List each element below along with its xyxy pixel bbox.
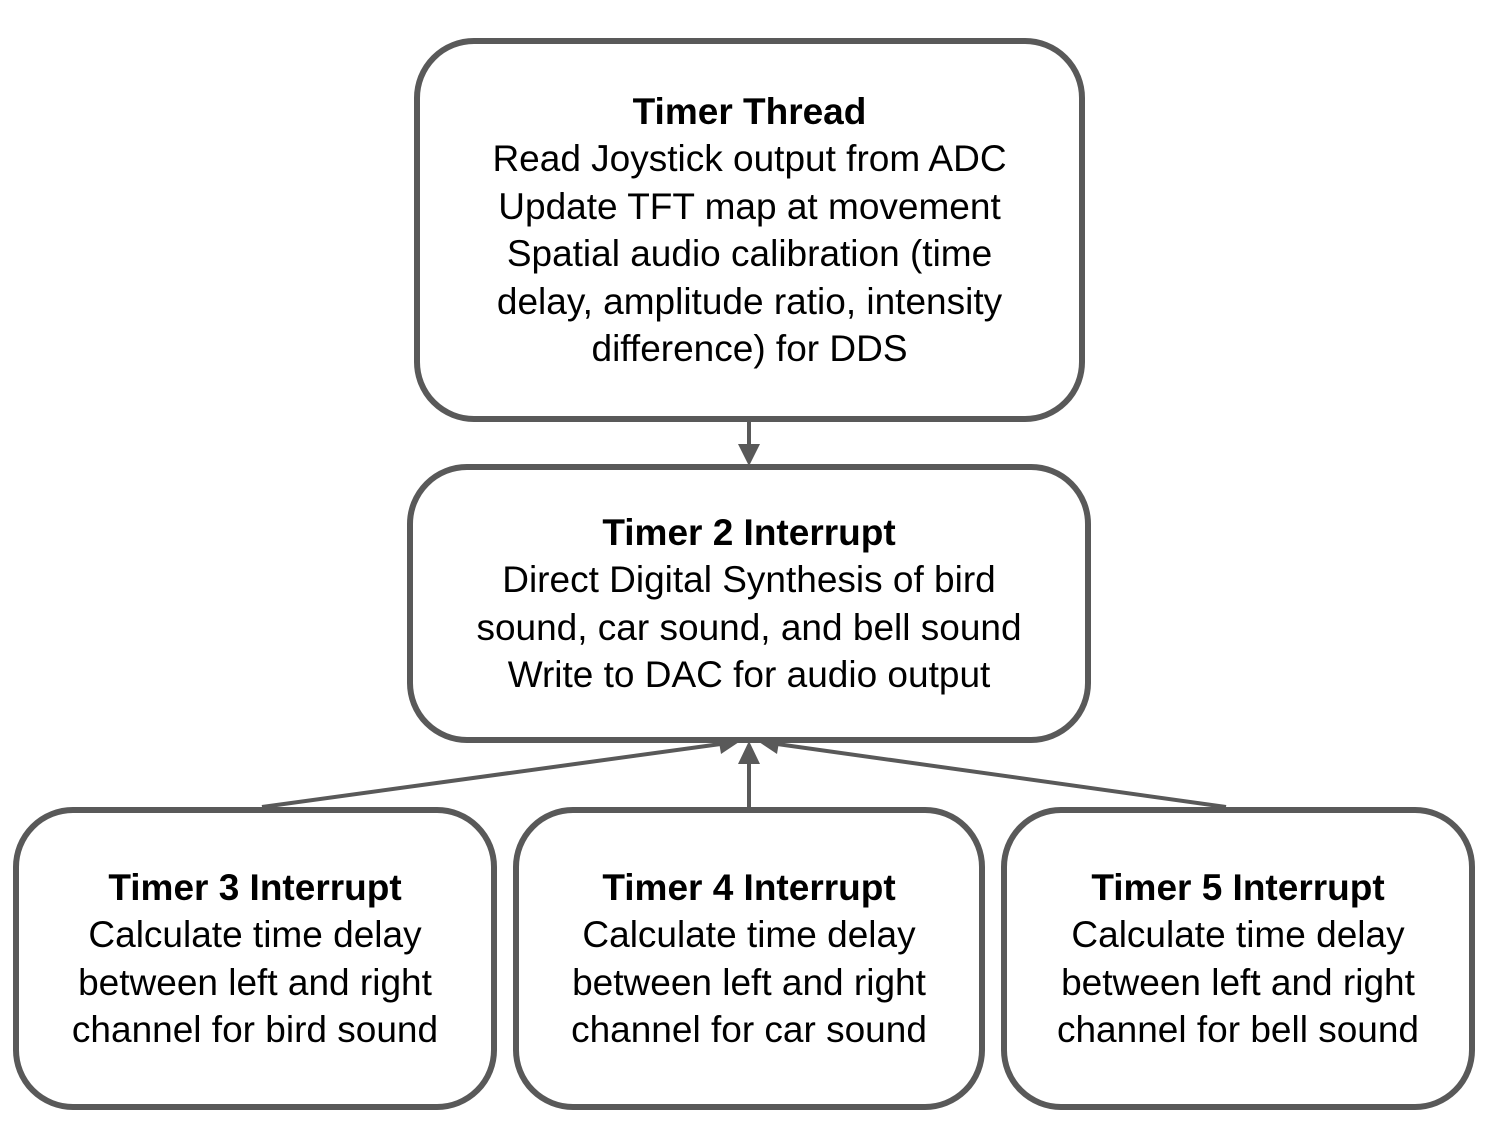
node-line: Read Joystick output from ADC (492, 138, 1007, 179)
node-line: channel for bird sound (71, 1009, 439, 1050)
node-title: Timer 3 Interrupt (108, 866, 402, 908)
node-line: channel for bell sound (1056, 1009, 1420, 1050)
node-line: Calculate time delay (1071, 914, 1405, 955)
node-line: difference) for DDS (591, 328, 908, 369)
node-line: Update TFT map at movement (498, 185, 1001, 227)
node-line: Calculate time delay (582, 914, 916, 955)
node-title: Timer Thread (632, 90, 867, 132)
node-line: channel for car sound (571, 1009, 927, 1050)
edge-timer3-to-timer2 (261, 741, 729, 809)
timer5-interrupt-node: Timer 5 Interrupt Calculate time delay b… (1001, 807, 1475, 1110)
timer-thread-node: Timer Thread Read Joystick output from A… (414, 38, 1085, 422)
node-title: Timer 4 Interrupt (602, 866, 896, 908)
node-line: delay, amplitude ratio, intensity (496, 280, 1003, 322)
timer3-interrupt-node: Timer 3 Interrupt Calculate time delay b… (13, 807, 497, 1110)
node-line: Spatial audio calibration (time (506, 233, 993, 274)
arrowhead-timer2-top (738, 444, 760, 466)
node-title: Timer 2 Interrupt (602, 511, 896, 553)
node-line: between left and right (1061, 961, 1415, 1003)
node-line: between left and right (78, 961, 432, 1003)
timer4-interrupt-node: Timer 4 Interrupt Calculate time delay b… (513, 807, 985, 1110)
node-line: Direct Digital Synthesis of bird (502, 559, 996, 600)
edge-timer5-to-timer2 (769, 741, 1227, 809)
node-line: Calculate time delay (88, 914, 422, 955)
node-line: sound, car sound, and bell sound (476, 606, 1022, 648)
node-title: Timer 5 Interrupt (1091, 866, 1385, 908)
node-line: between left and right (572, 961, 926, 1003)
node-line: Write to DAC for audio output (507, 654, 991, 695)
arrowhead-timer4 (738, 741, 760, 764)
timer2-interrupt-node: Timer 2 Interrupt Direct Digital Synthes… (407, 464, 1091, 743)
